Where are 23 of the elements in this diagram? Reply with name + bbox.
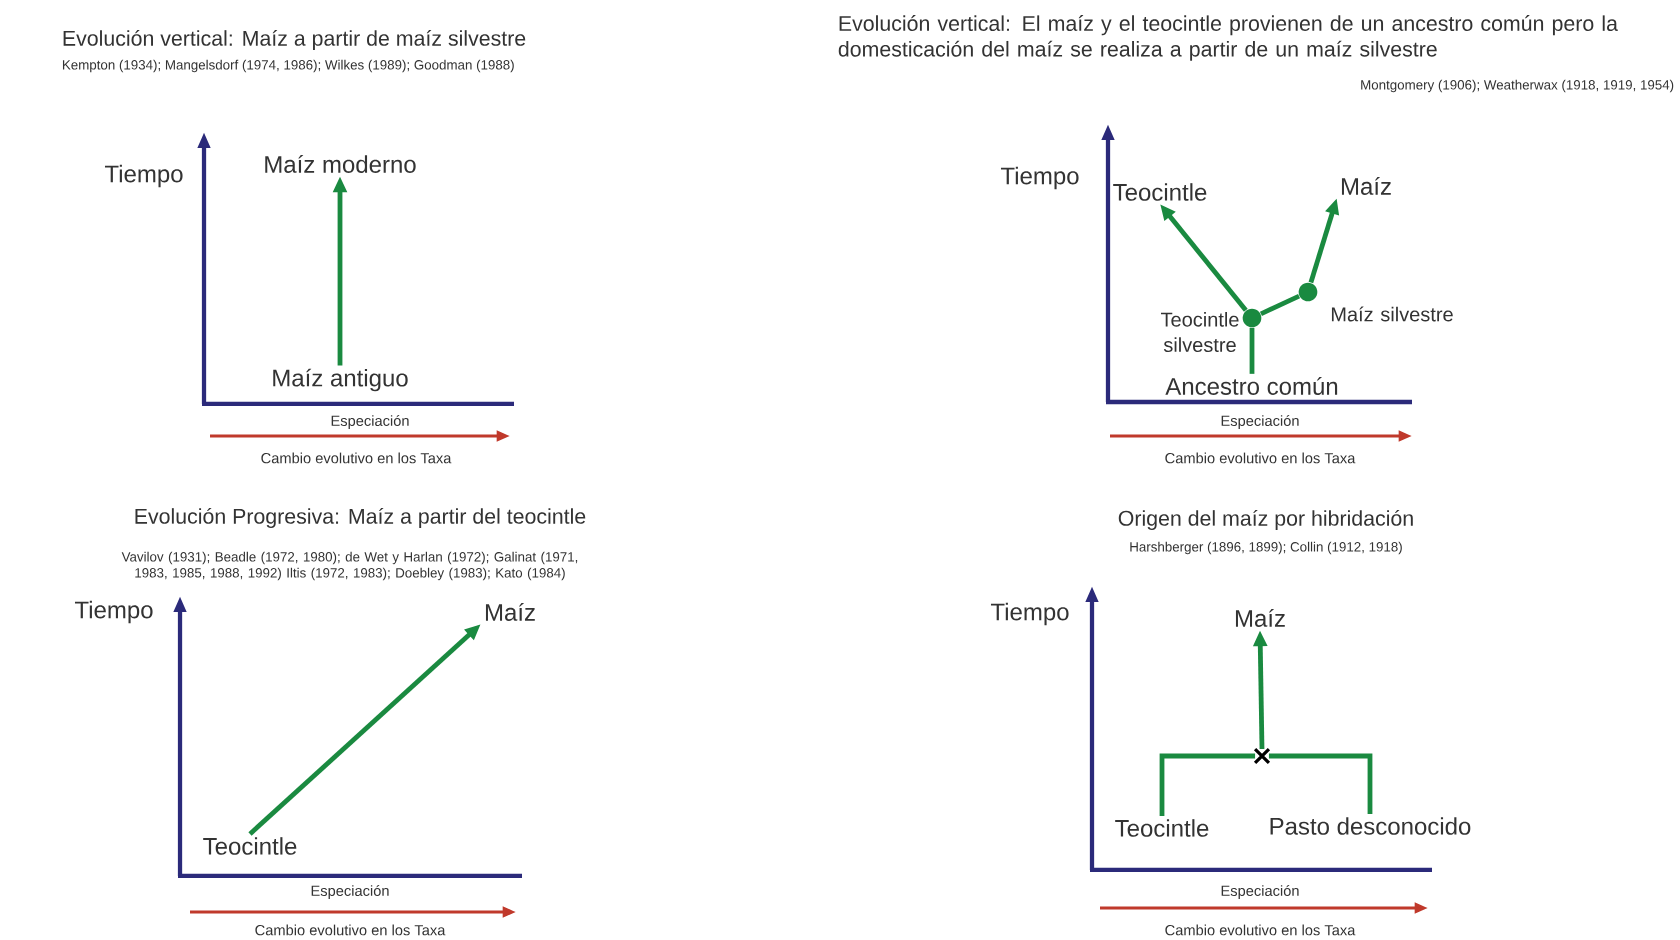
- junction-dot: [1298, 282, 1318, 302]
- junction-dot: [1242, 308, 1262, 328]
- node-label: Maíz moderno: [265, 155, 416, 173]
- axis-label: Tiempo: [105, 164, 183, 188]
- node-label: Maíz: [1235, 609, 1285, 627]
- node-label: Maíz: [485, 603, 535, 621]
- node-label: Maíz antiguo: [273, 368, 408, 392]
- panel-title: Evolución vertical: El maíz y el teocintle provienen de un ancestro común pero la domesticación del maíz se realiza a partir de un maíz silvestre: [838, 15, 1618, 61]
- node-label: Maíz: [1341, 177, 1391, 195]
- node-label: Teocintle: [203, 837, 297, 855]
- node-caption: Teocintle silvestre: [1161, 312, 1239, 352]
- axis-label: Tiempo: [1001, 166, 1079, 190]
- node-label: Ancestro común: [1165, 377, 1338, 395]
- node-label: Teocintle: [1113, 183, 1207, 201]
- cross-mark: [1253, 747, 1271, 765]
- panel-title: Origen del maíz por hibridación: [1118, 509, 1413, 531]
- panel-title: Evolución Progresiva: Maíz a partir del teocintle: [135, 507, 586, 529]
- panel-title: Evolución vertical: Maíz a partir de maíz silvestre: [63, 29, 526, 51]
- node-label: Pasto desconocido: [1270, 817, 1471, 835]
- node-caption: Maíz silvestre: [1331, 306, 1453, 322]
- node-label: Teocintle: [1115, 819, 1209, 837]
- axis-label: Tiempo: [991, 602, 1069, 626]
- axis-label: Tiempo: [75, 600, 153, 624]
